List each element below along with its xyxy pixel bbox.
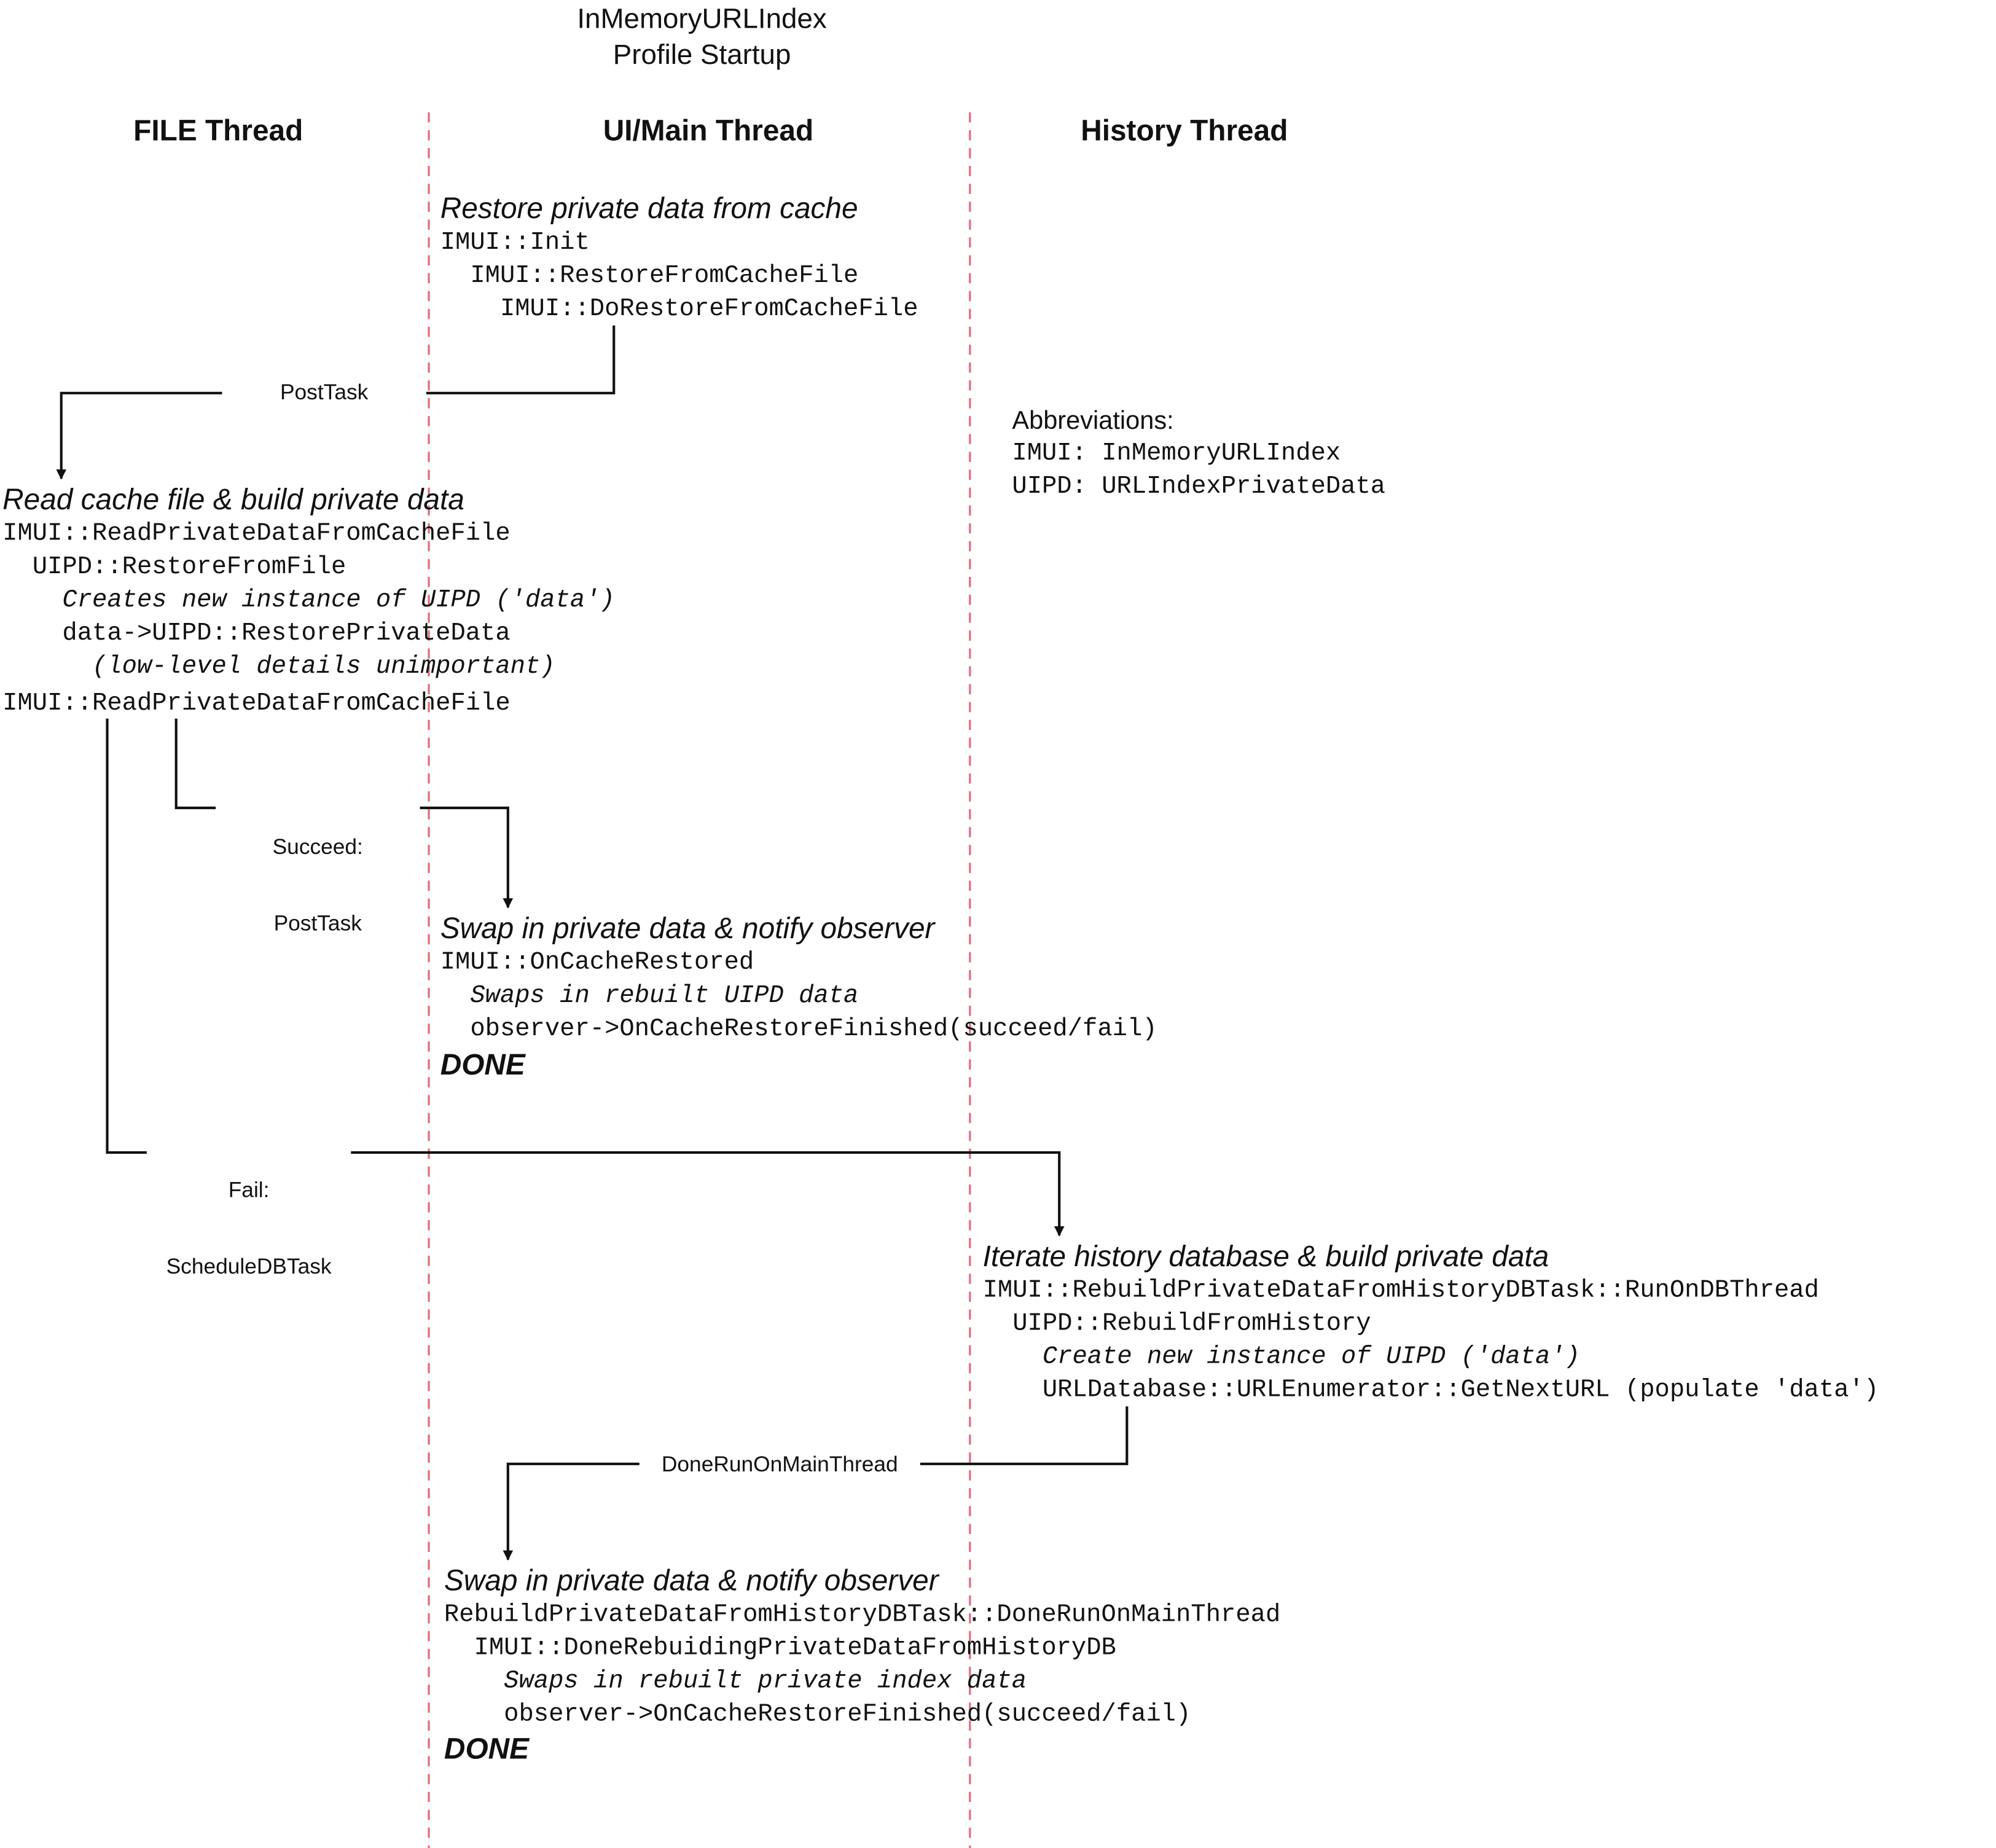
- edge-label-line: ScheduleDBTask: [166, 1255, 332, 1280]
- code-line: RebuildPrivateDataFromHistoryDBTask::Don…: [444, 1600, 1281, 1629]
- edge-label-donerunonmainthread: DoneRunOnMainThread: [639, 1452, 920, 1478]
- code-line: observer->OnCacheRestoreFinished(succeed…: [440, 1014, 1157, 1043]
- edge-label-succeed-posttask: Succeed: PostTask: [216, 783, 420, 989]
- thread-header-ui: UI/Main Thread: [603, 113, 814, 147]
- code-line: IMUI::Init: [440, 228, 590, 257]
- code-comment-line: Create new instance of UIPD ('data'): [982, 1342, 1580, 1371]
- edge-label-fail-scheduledbtask: Fail: ScheduleDBTask: [146, 1127, 351, 1332]
- done-marker: DONE: [440, 1047, 525, 1081]
- code-line: IMUI::OnCacheRestored: [440, 948, 754, 977]
- code-line: IMUI::DoRestoreFromCacheFile: [440, 294, 918, 323]
- code-line: UIPD::RebuildFromHistory: [982, 1309, 1371, 1338]
- code-line: data->UIPD::RestorePrivateData: [2, 619, 511, 648]
- code-line: UIPD::RestoreFromFile: [2, 552, 346, 581]
- edge-label-line: Fail:: [228, 1178, 270, 1203]
- done-marker: DONE: [444, 1732, 529, 1766]
- block-heading: Swap in private data & notify observer: [444, 1563, 939, 1597]
- block-heading: Swap in private data & notify observer: [440, 911, 935, 945]
- code-line: IMUI::RebuildPrivateDataFromHistoryDBTas…: [982, 1276, 1819, 1305]
- code-line: IMUI::RestoreFromCacheFile: [440, 261, 859, 290]
- abbreviations-heading: Abbreviations:: [1012, 407, 1174, 436]
- diagram-title-line2: Profile Startup: [612, 38, 791, 71]
- code-line: URLDatabase::URLEnumerator::GetNextURL (…: [982, 1376, 1879, 1404]
- edge-label-posttask: PostTask: [222, 380, 426, 406]
- edge-label-line: PostTask: [273, 911, 362, 936]
- code-line: IMUI::DoneRebuidingPrivateDataFromHistor…: [444, 1634, 1116, 1662]
- edge-label-line: Succeed:: [272, 834, 363, 859]
- diagram-title-line1: InMemoryURLIndex: [577, 2, 827, 35]
- edge-fail-scheduledbtask: [106, 718, 1065, 1237]
- block-heading: Restore private data from cache: [440, 191, 858, 225]
- abbreviation-item: IMUI: InMemoryURLIndex: [1012, 439, 1341, 468]
- edge-donerunonmainthread: [503, 1406, 1129, 1561]
- thread-header-file: FILE Thread: [133, 113, 303, 147]
- abbreviation-item: UIPD: URLIndexPrivateData: [1012, 472, 1386, 501]
- code-line: IMUI::ReadPrivateDataFromCacheFile: [2, 519, 511, 548]
- block-heading: Iterate history database & build private…: [982, 1239, 1549, 1273]
- code-line: IMUI::ReadPrivateDataFromCacheFile: [2, 689, 511, 718]
- code-comment-line: (low-level details unimportant): [2, 652, 555, 681]
- code-line: observer->OnCacheRestoreFinished(succeed…: [444, 1700, 1191, 1728]
- code-comment-line: Swaps in rebuilt UIPD data: [440, 981, 859, 1010]
- code-comment-line: Creates new instance of UIPD ('data'): [2, 585, 615, 614]
- block-heading: Read cache file & build private data: [2, 482, 464, 516]
- thread-header-history: History Thread: [1081, 113, 1288, 147]
- code-comment-line: Swaps in rebuilt private index data: [444, 1667, 1027, 1695]
